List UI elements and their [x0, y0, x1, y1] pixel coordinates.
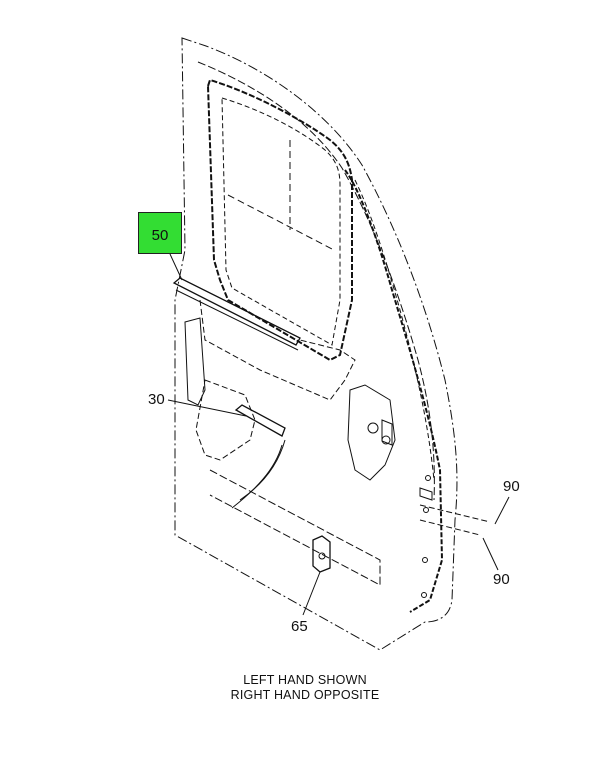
callout-90-upper-label: 90 — [503, 478, 520, 495]
callout-50-label: 50 — [151, 227, 169, 244]
latch-plate — [381, 419, 393, 446]
fastener — [422, 557, 428, 563]
hinge-slot — [419, 487, 433, 501]
fastener — [425, 475, 431, 481]
rear-channel-inner — [354, 179, 435, 481]
leader-90-upper — [494, 496, 510, 525]
caption-line-1: LEFT HAND SHOWN — [243, 673, 367, 687]
phantom-line — [419, 519, 481, 536]
switch-body — [312, 535, 331, 573]
glass-line — [227, 194, 335, 251]
belt-molding — [172, 277, 301, 346]
door-inner-outline — [197, 61, 435, 501]
lower-cutout — [195, 379, 256, 461]
latch-assembly — [347, 384, 396, 481]
callout-50-highlight: 50 — [138, 212, 182, 254]
leader-50 — [169, 253, 183, 281]
callout-30-label: 30 — [148, 391, 165, 408]
phantom-line — [419, 504, 491, 523]
leader-90-lower — [482, 537, 499, 571]
belt-molding-edge — [175, 289, 299, 351]
leader-65 — [302, 571, 321, 616]
lower-arc — [231, 444, 283, 509]
callout-65-label: 65 — [291, 618, 308, 635]
inner-panel — [199, 299, 356, 401]
fastener — [421, 592, 427, 598]
lower-arc — [239, 439, 286, 501]
door-outer-outline — [174, 37, 458, 651]
lower-phantom — [209, 469, 381, 586]
caption-line-2: RIGHT HAND OPPOSITE — [230, 688, 380, 702]
fastener — [423, 507, 429, 513]
window-frame-inner — [221, 97, 341, 346]
leader-30 — [167, 399, 247, 417]
regulator-bracket — [184, 317, 206, 406]
latch-hole — [367, 422, 379, 434]
callout-90-lower-label: 90 — [493, 571, 510, 588]
rear-channel — [344, 169, 444, 613]
window-frame — [206, 78, 353, 362]
switch-button — [318, 552, 326, 560]
handle-strip — [234, 404, 286, 437]
